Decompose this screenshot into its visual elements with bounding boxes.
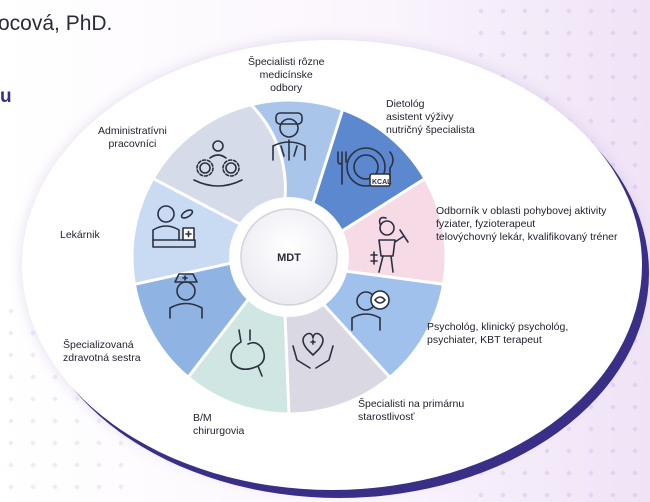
label-line: B/M — [193, 412, 212, 424]
label-lekarnik: Lekárnik — [60, 229, 100, 242]
stomach-icon — [230, 329, 266, 377]
nurse-icon — [169, 273, 203, 319]
label-line: Odborník v oblasti pohybovej aktivity — [436, 205, 607, 217]
label-line: Psychológ, klinický psychológ, — [427, 321, 569, 333]
label-line: Administratívni — [98, 125, 167, 137]
team-gears-icon — [193, 140, 243, 187]
doctor-icon — [272, 112, 306, 161]
author-name-fragment: ocová, PhD. — [0, 12, 113, 35]
label-pohyb: Odborník v oblasti pohybovej aktivity fy… — [436, 205, 618, 244]
center-label: MDT — [277, 252, 301, 264]
label-dietolog: Dietológ asistent výživy nutričný špecia… — [386, 98, 475, 137]
psychologist-icon — [351, 290, 390, 331]
label-line: pracovníci — [108, 138, 157, 150]
label-line: Špecialisti na primárnu — [358, 398, 465, 410]
label-specialisti: Špecialisti rôzne medicínske odbory — [248, 56, 324, 95]
label-line: psychiater, KBT terapeut — [427, 334, 542, 346]
svg-text:KCAL: KCAL — [372, 179, 392, 186]
kcal-plate-icon: KCAL — [337, 147, 394, 187]
label-primarna: Špecialisti na primárnu starostlivosť — [358, 398, 464, 424]
label-line: nutričný špecialista — [386, 124, 475, 136]
heart-hands-icon — [292, 332, 334, 369]
label-psycholog: Psychológ, klinický psychológ, psychiate… — [427, 321, 568, 347]
label-line: zdravotná sestra — [63, 352, 141, 364]
label-line: Lekárnik — [60, 229, 100, 241]
label-line: asistent výživy — [386, 111, 454, 123]
label-line: Špecialisti rôzne — [248, 56, 325, 68]
label-line: medicínske — [259, 69, 313, 81]
label-line: chirurgovia — [193, 425, 245, 437]
label-line: fyziater, fyzioterapeut — [436, 218, 536, 230]
pharmacist-icon — [152, 205, 196, 248]
title-fragment: u — [0, 86, 12, 107]
label-line: starostlivosť — [358, 411, 415, 423]
label-line: Dietológ — [386, 98, 425, 110]
label-line: Špecializovaná — [63, 339, 134, 351]
center-circle — [240, 208, 338, 306]
label-line: telovýchovný lekár, kvalifikovaný tréner — [436, 231, 618, 243]
label-admin: Administratívni pracovníci — [98, 125, 167, 151]
label-chirurgia: B/M chirurgovia — [193, 412, 244, 438]
label-sestra: Špecializovaná zdravotná sestra — [63, 339, 141, 365]
label-line: odbory — [270, 82, 303, 94]
fitness-woman-icon — [370, 216, 409, 273]
